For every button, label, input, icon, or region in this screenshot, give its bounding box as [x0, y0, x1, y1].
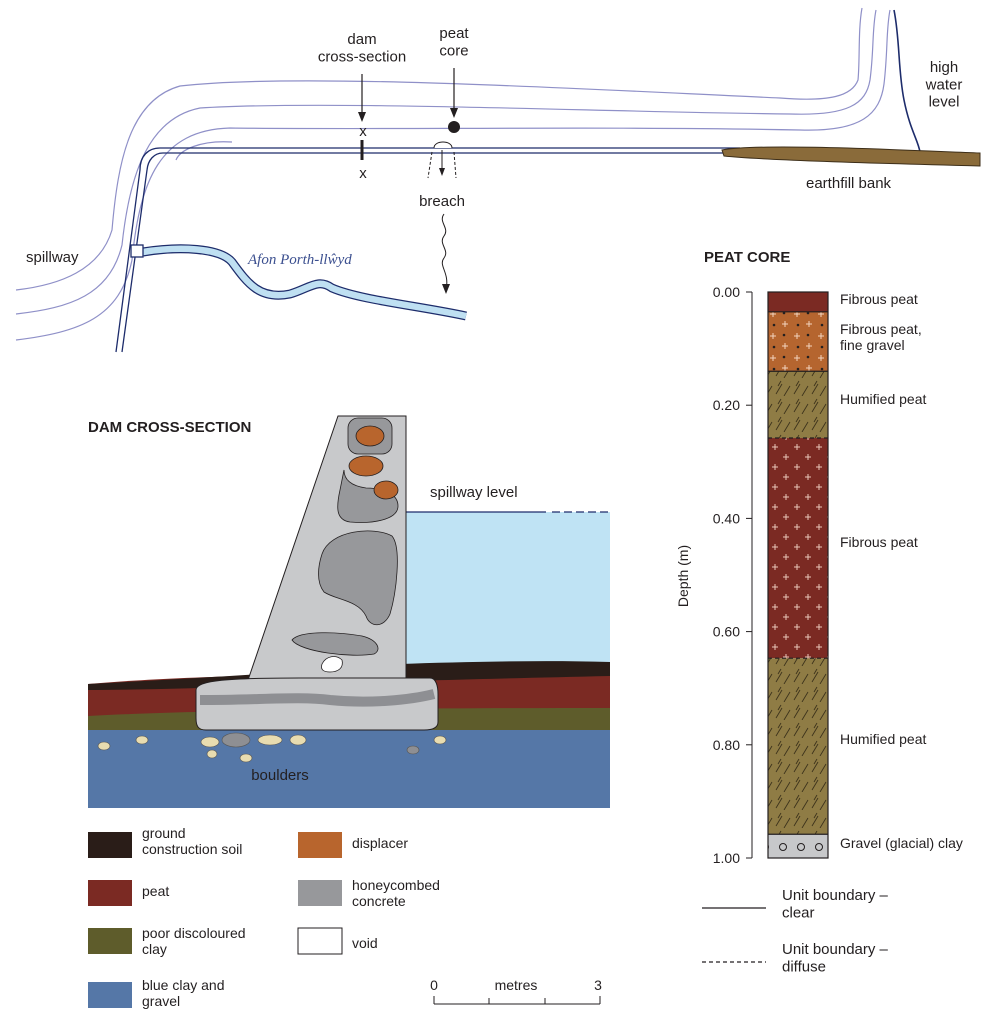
legend-swatch-displacer	[298, 832, 342, 858]
x-mark-top: x	[359, 123, 367, 140]
peat-core-log: PEAT CORE Depth (m) Fibrous peatFibrous …	[675, 249, 963, 975]
core-unit	[768, 311, 828, 372]
legend-swatch-honeycomb	[298, 880, 342, 906]
depth-tick-label: 0.20	[713, 397, 740, 413]
boulders-label: boulders	[251, 767, 309, 784]
peat-core-title: PEAT CORE	[704, 249, 790, 266]
depth-tick-label: 0.60	[713, 624, 740, 640]
legend-label-displacer: displacer	[352, 835, 408, 851]
spillway-level-label: spillway level	[430, 484, 518, 501]
stratum-blue-clay	[88, 724, 610, 808]
legend-swatch-ground-soil	[88, 832, 132, 858]
dam-footing	[195, 677, 439, 731]
scale-end: 3	[594, 977, 602, 993]
river-label: Afon Porth-llŵyd	[247, 252, 352, 268]
spillway-box	[130, 244, 144, 258]
core-unit-label: Fibrous peat	[840, 291, 918, 307]
depth-tick-label: 1.00	[713, 850, 740, 866]
depth-tick-label: 0.40	[713, 510, 740, 526]
scale-bar: 0 metres 3	[430, 977, 602, 1005]
contour-3	[15, 9, 891, 341]
breach-mark	[433, 141, 453, 149]
dam-cross-section: DAM CROSS-SECTION spillway level boulder…	[88, 415, 610, 808]
earthfill-bank	[721, 146, 981, 167]
breach-flow-arrow	[441, 213, 448, 291]
displacer	[355, 425, 385, 447]
legend-swatch-poor-clay	[88, 928, 132, 954]
legend-label-void: void	[352, 935, 378, 951]
contour-outer	[15, 7, 863, 291]
contour-2	[15, 9, 877, 315]
core-unit-label: Gravel (glacial) clay	[840, 835, 963, 851]
boundary-clear-label: Unit boundary –clear	[782, 887, 889, 921]
legend-swatch-peat	[88, 880, 132, 906]
legend-swatch-void	[297, 927, 343, 955]
dam-line	[115, 147, 740, 353]
boundary-diffuse-label: Unit boundary –diffuse	[782, 941, 889, 975]
dam-line-inner	[121, 152, 740, 353]
dam-section-title: DAM CROSS-SECTION	[88, 419, 251, 436]
void	[321, 656, 343, 673]
contour-inner	[175, 141, 233, 161]
core-unit-label: Humified peat	[840, 391, 926, 407]
core-unit-label: Humified peat	[840, 731, 926, 747]
spillway-label: spillway	[26, 249, 79, 266]
x-mark-bottom: x	[359, 165, 367, 182]
core-unit	[768, 292, 828, 312]
legend-swatch-blue-clay	[88, 982, 132, 1008]
legend-label-peat: peat	[142, 883, 169, 899]
high-water-line	[893, 9, 921, 153]
boulder	[97, 741, 111, 751]
scale-start: 0	[430, 977, 438, 993]
core-unit-label: Fibrous peat	[840, 534, 918, 550]
reservoir-water	[406, 512, 610, 664]
scale-label: metres	[495, 977, 538, 993]
core-unit	[768, 834, 828, 858]
peat-core-dot	[448, 121, 460, 133]
core-column-border	[767, 291, 829, 859]
breach-label: breach	[419, 193, 465, 210]
core-unit	[768, 658, 828, 835]
depth-tick-label: 0.00	[713, 284, 740, 300]
core-unit	[768, 438, 828, 659]
core-unit-label: Fibrous peat,fine gravel	[840, 321, 922, 353]
depth-tick-label: 0.80	[713, 737, 740, 753]
core-unit	[768, 371, 828, 439]
depth-axis-label: Depth (m)	[675, 545, 691, 607]
earthfill-label: earthfill bank	[806, 175, 892, 192]
